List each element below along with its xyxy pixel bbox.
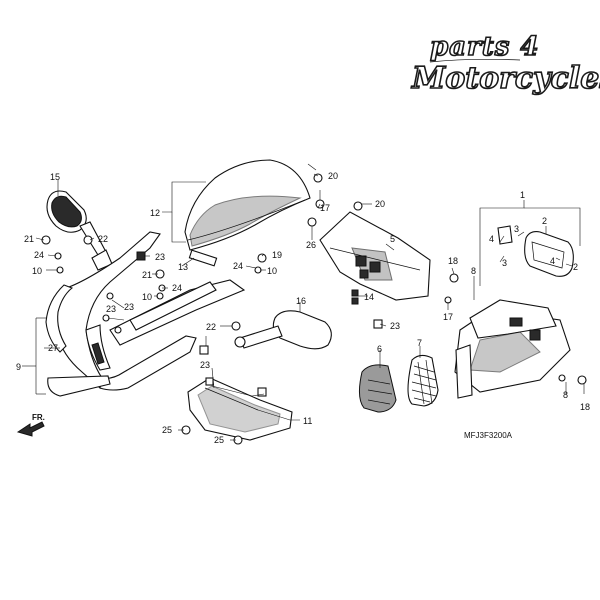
callout-12: 12 bbox=[150, 208, 160, 218]
callout-3: 3 bbox=[514, 224, 519, 234]
callout-26: 26 bbox=[306, 240, 316, 250]
inner-cowl bbox=[187, 377, 293, 441]
callout-21: 21 bbox=[142, 270, 152, 280]
callout-27: 27 bbox=[48, 343, 58, 353]
duct-cover-6 bbox=[358, 364, 397, 413]
callout-22: 22 bbox=[206, 322, 216, 332]
callout-23: 23 bbox=[124, 302, 134, 312]
callout-6: 6 bbox=[377, 344, 382, 354]
callout-23: 23 bbox=[200, 360, 210, 370]
callout-4: 4 bbox=[489, 234, 494, 244]
callout-18: 18 bbox=[580, 402, 590, 412]
callout-labels: 1 2 2 3 3 4 4 5 6 7 8 8 9 10 10 10 11 12… bbox=[16, 171, 590, 445]
callout-25: 25 bbox=[214, 435, 224, 445]
callout-10: 10 bbox=[142, 292, 152, 302]
callout-10: 10 bbox=[267, 266, 277, 276]
callout-17: 17 bbox=[443, 312, 453, 322]
callout-25: 25 bbox=[162, 425, 172, 435]
callout-20: 20 bbox=[328, 171, 338, 181]
middle-cowl bbox=[109, 279, 246, 346]
callout-10: 10 bbox=[32, 266, 42, 276]
diagram-code: MFJ3F3200A bbox=[464, 431, 513, 440]
callout-13: 13 bbox=[178, 262, 188, 272]
callout-17: 17 bbox=[320, 203, 330, 213]
callout-2: 2 bbox=[573, 262, 578, 272]
callout-1: 1 bbox=[520, 190, 525, 200]
callout-19: 19 bbox=[272, 250, 282, 260]
callout-24: 24 bbox=[34, 250, 44, 260]
callout-20: 20 bbox=[375, 199, 385, 209]
seal-ring bbox=[497, 225, 574, 277]
callout-21: 21 bbox=[24, 234, 34, 244]
logo-line1: parts 4 bbox=[430, 32, 540, 62]
upper-cowl bbox=[45, 231, 197, 397]
callout-16: 16 bbox=[296, 296, 306, 306]
callout-11: 11 bbox=[303, 416, 312, 426]
callout-18: 18 bbox=[448, 256, 458, 266]
callout-4: 4 bbox=[550, 256, 555, 266]
front-direction-arrow: FR. bbox=[16, 413, 45, 437]
leader-lines bbox=[22, 163, 585, 441]
callout-8: 8 bbox=[471, 266, 476, 276]
callout-15: 15 bbox=[50, 172, 60, 182]
duct-cover-7 bbox=[407, 354, 439, 407]
inner-panel-5 bbox=[319, 211, 431, 301]
windscreen bbox=[184, 159, 311, 267]
callout-23: 23 bbox=[390, 321, 400, 331]
callout-22: 22 bbox=[98, 234, 108, 244]
callout-5: 5 bbox=[390, 234, 395, 244]
callout-24: 24 bbox=[233, 261, 243, 271]
air-duct bbox=[454, 299, 571, 399]
callout-23: 23 bbox=[155, 252, 165, 262]
callout-14: 14 bbox=[364, 292, 374, 302]
callout-7: 7 bbox=[417, 338, 422, 348]
callout-8: 8 bbox=[563, 390, 568, 400]
callout-9: 9 bbox=[16, 362, 21, 372]
callout-24: 24 bbox=[172, 283, 182, 293]
direction-label: FR. bbox=[32, 413, 45, 422]
left-mirror bbox=[46, 190, 113, 271]
callout-23: 23 bbox=[106, 304, 116, 314]
right-mirror bbox=[234, 310, 332, 350]
brand-logo: parts 4 Motorcycles bbox=[410, 31, 600, 97]
callout-3: 3 bbox=[502, 258, 507, 268]
callout-2: 2 bbox=[542, 216, 547, 226]
logo-line2: Motorcycles bbox=[411, 61, 600, 96]
